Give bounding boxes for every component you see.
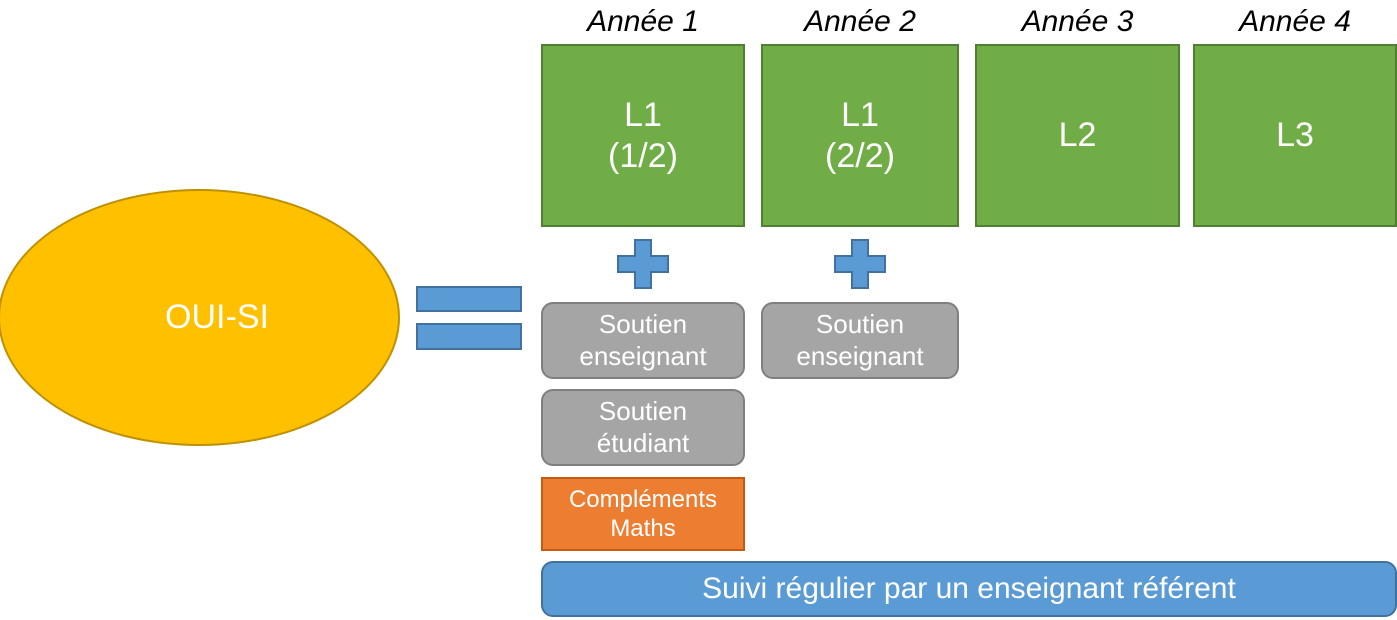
year-header-3: Année 3 xyxy=(1021,5,1134,38)
complement-maths-line1: Compléments xyxy=(568,485,718,513)
support-box-student-year1-line2: étudiant xyxy=(596,427,690,458)
support-box-teacher-year2[interactable]: Soutien enseignant xyxy=(761,302,959,379)
equals-bar-bottom xyxy=(416,323,522,350)
oui-si-label: OUI-SI xyxy=(165,298,269,336)
follow-up-bar[interactable]: Suivi régulier par un enseignant référen… xyxy=(541,561,1397,617)
plus-icon-year2-glyph xyxy=(834,239,886,289)
equals-bar-top xyxy=(416,286,522,312)
year-header-1: Année 1 xyxy=(587,5,699,38)
support-box-teacher-year1-line1: Soutien xyxy=(598,308,688,339)
year-box-l1-part1-line2: (1/2) xyxy=(608,136,678,175)
equals-sign xyxy=(416,286,522,350)
year-box-l3[interactable]: L3 xyxy=(1193,44,1397,227)
complement-maths-line2: Maths xyxy=(610,515,676,542)
support-box-teacher-year1[interactable]: Soutien enseignant xyxy=(541,302,745,379)
support-box-teacher-year2-line1: Soutien xyxy=(815,308,905,339)
year-header-2: Année 2 xyxy=(804,5,916,38)
year-box-l3-label: L3 xyxy=(1276,116,1314,155)
year-box-l2[interactable]: L2 xyxy=(975,44,1180,227)
plus-icon-year1-glyph xyxy=(617,239,669,289)
year-box-l2-label: L2 xyxy=(1058,116,1097,155)
support-box-student-year1[interactable]: Soutien étudiant xyxy=(541,389,745,466)
year-box-l1-part2-line1: L1 xyxy=(841,96,879,135)
support-box-teacher-year2-line2: enseignant xyxy=(796,340,924,371)
year-box-l1-part1[interactable]: L1 (1/2) xyxy=(541,44,745,227)
oui-si-ellipse[interactable]: OUI-SI xyxy=(0,189,400,446)
support-box-student-year1-line1: Soutien xyxy=(598,395,688,426)
year-header-4: Année 4 xyxy=(1239,5,1351,38)
plus-icon-year2 xyxy=(834,239,886,289)
year-box-l1-part2[interactable]: L1 (2/2) xyxy=(761,44,959,227)
year-box-l1-part1-line1: L1 xyxy=(624,96,662,135)
year-box-l1-part2-line2: (2/2) xyxy=(825,136,895,175)
plus-icon-year1 xyxy=(617,239,669,289)
complement-maths-box[interactable]: Compléments Maths xyxy=(541,477,745,551)
support-box-teacher-year1-line2: enseignant xyxy=(579,340,707,371)
follow-up-bar-label: Suivi régulier par un enseignant référen… xyxy=(702,572,1236,605)
